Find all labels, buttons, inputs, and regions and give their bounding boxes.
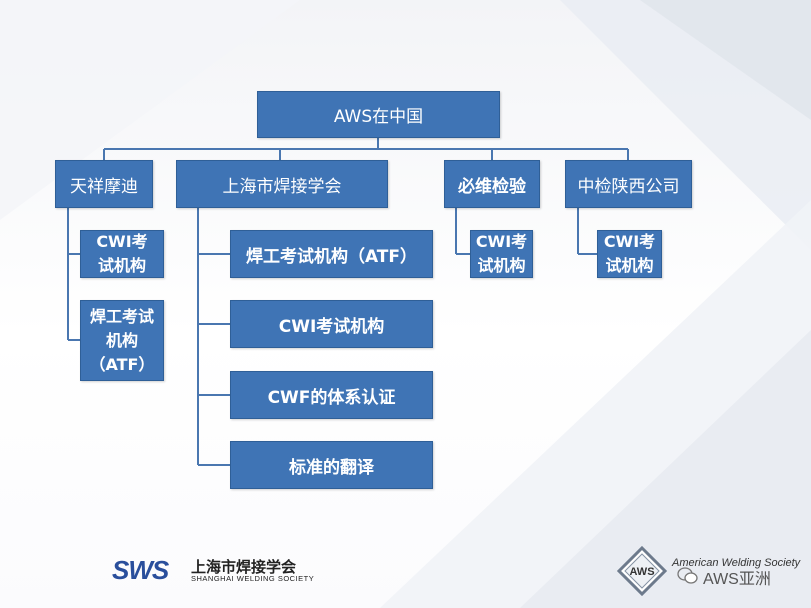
- child-label: CWI考试机构: [96, 232, 148, 275]
- sws-logo: SWS: [112, 555, 169, 585]
- child-label: CWI考试机构: [278, 316, 385, 337]
- sws-name-en: SHANGHAI WELDING SOCIETY: [191, 574, 315, 583]
- child-label: 焊工考试机构（ATF）: [89, 306, 155, 374]
- branch-node-tianxiang: 天祥摩迪: [55, 160, 153, 208]
- branch-label: 上海市焊接学会: [222, 176, 342, 197]
- branch-label: 中检陕西公司: [577, 176, 680, 197]
- child-node: 标准的翻译: [230, 441, 433, 489]
- child-node: CWI考试机构: [597, 230, 662, 278]
- root-label: AWS在中国: [333, 107, 424, 127]
- child-node: CWI考试机构: [80, 230, 164, 278]
- child-node: CWF的体系认证: [230, 371, 433, 419]
- child-label: 标准的翻译: [289, 457, 374, 478]
- sws-name-cn: 上海市焊接学会: [191, 558, 297, 576]
- child-node: 焊工考试机构（ATF）: [80, 300, 164, 381]
- aws-badge-text: AWS: [629, 566, 654, 578]
- child-node: CWI考试机构: [230, 300, 433, 348]
- watermark-text: AWS亚洲: [703, 571, 771, 588]
- branch-node-ccic-shaanxi: 中检陕西公司: [565, 160, 692, 208]
- child-label: 焊工考试机构（ATF）: [245, 246, 418, 267]
- child-label: CWF的体系认证: [267, 387, 396, 408]
- wechat-icon: [677, 567, 698, 584]
- branch-node-shanghai-welding-society: 上海市焊接学会: [176, 160, 388, 208]
- child-label: CWI考试机构: [603, 232, 656, 275]
- branch-label: 天祥摩迪: [70, 176, 138, 197]
- child-node: CWI考试机构: [470, 230, 533, 278]
- root-node: AWS在中国: [257, 91, 500, 138]
- aws-society-name: American Welding Society: [672, 557, 801, 569]
- child-label: CWI考试机构: [475, 232, 528, 275]
- child-node: 焊工考试机构（ATF）: [230, 230, 433, 278]
- branch-label: 必维检验: [458, 176, 526, 197]
- branch-node-bureau-veritas: 必维检验: [444, 160, 540, 208]
- aws-badge-icon: AWS: [617, 546, 667, 596]
